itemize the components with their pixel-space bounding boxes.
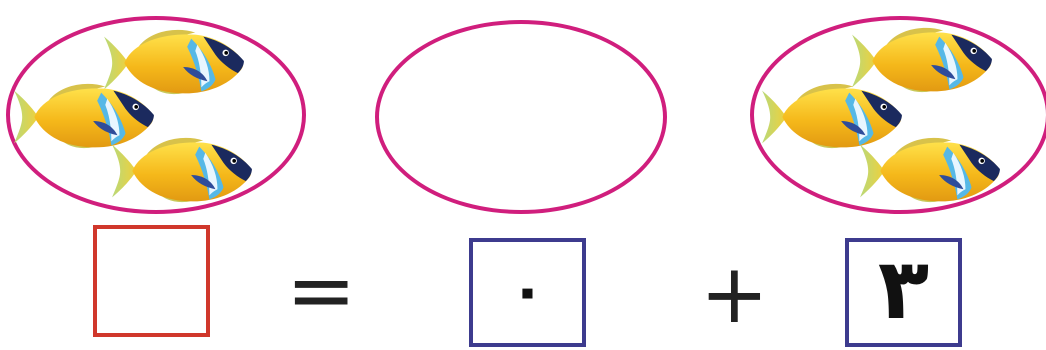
middle-addend-digit: ٠: [510, 261, 545, 319]
plus-sign: +: [700, 254, 769, 336]
fish-icon: [106, 130, 258, 212]
equals-sign: =: [286, 248, 356, 332]
middle-addend-box: ٠: [469, 238, 586, 347]
right-addend-box: ٣: [845, 238, 962, 347]
middle-empty-oval: [375, 20, 667, 214]
right-addend-digit: ٣: [878, 247, 929, 331]
fish-icon: [854, 130, 1006, 212]
answer-box[interactable]: [93, 225, 210, 337]
